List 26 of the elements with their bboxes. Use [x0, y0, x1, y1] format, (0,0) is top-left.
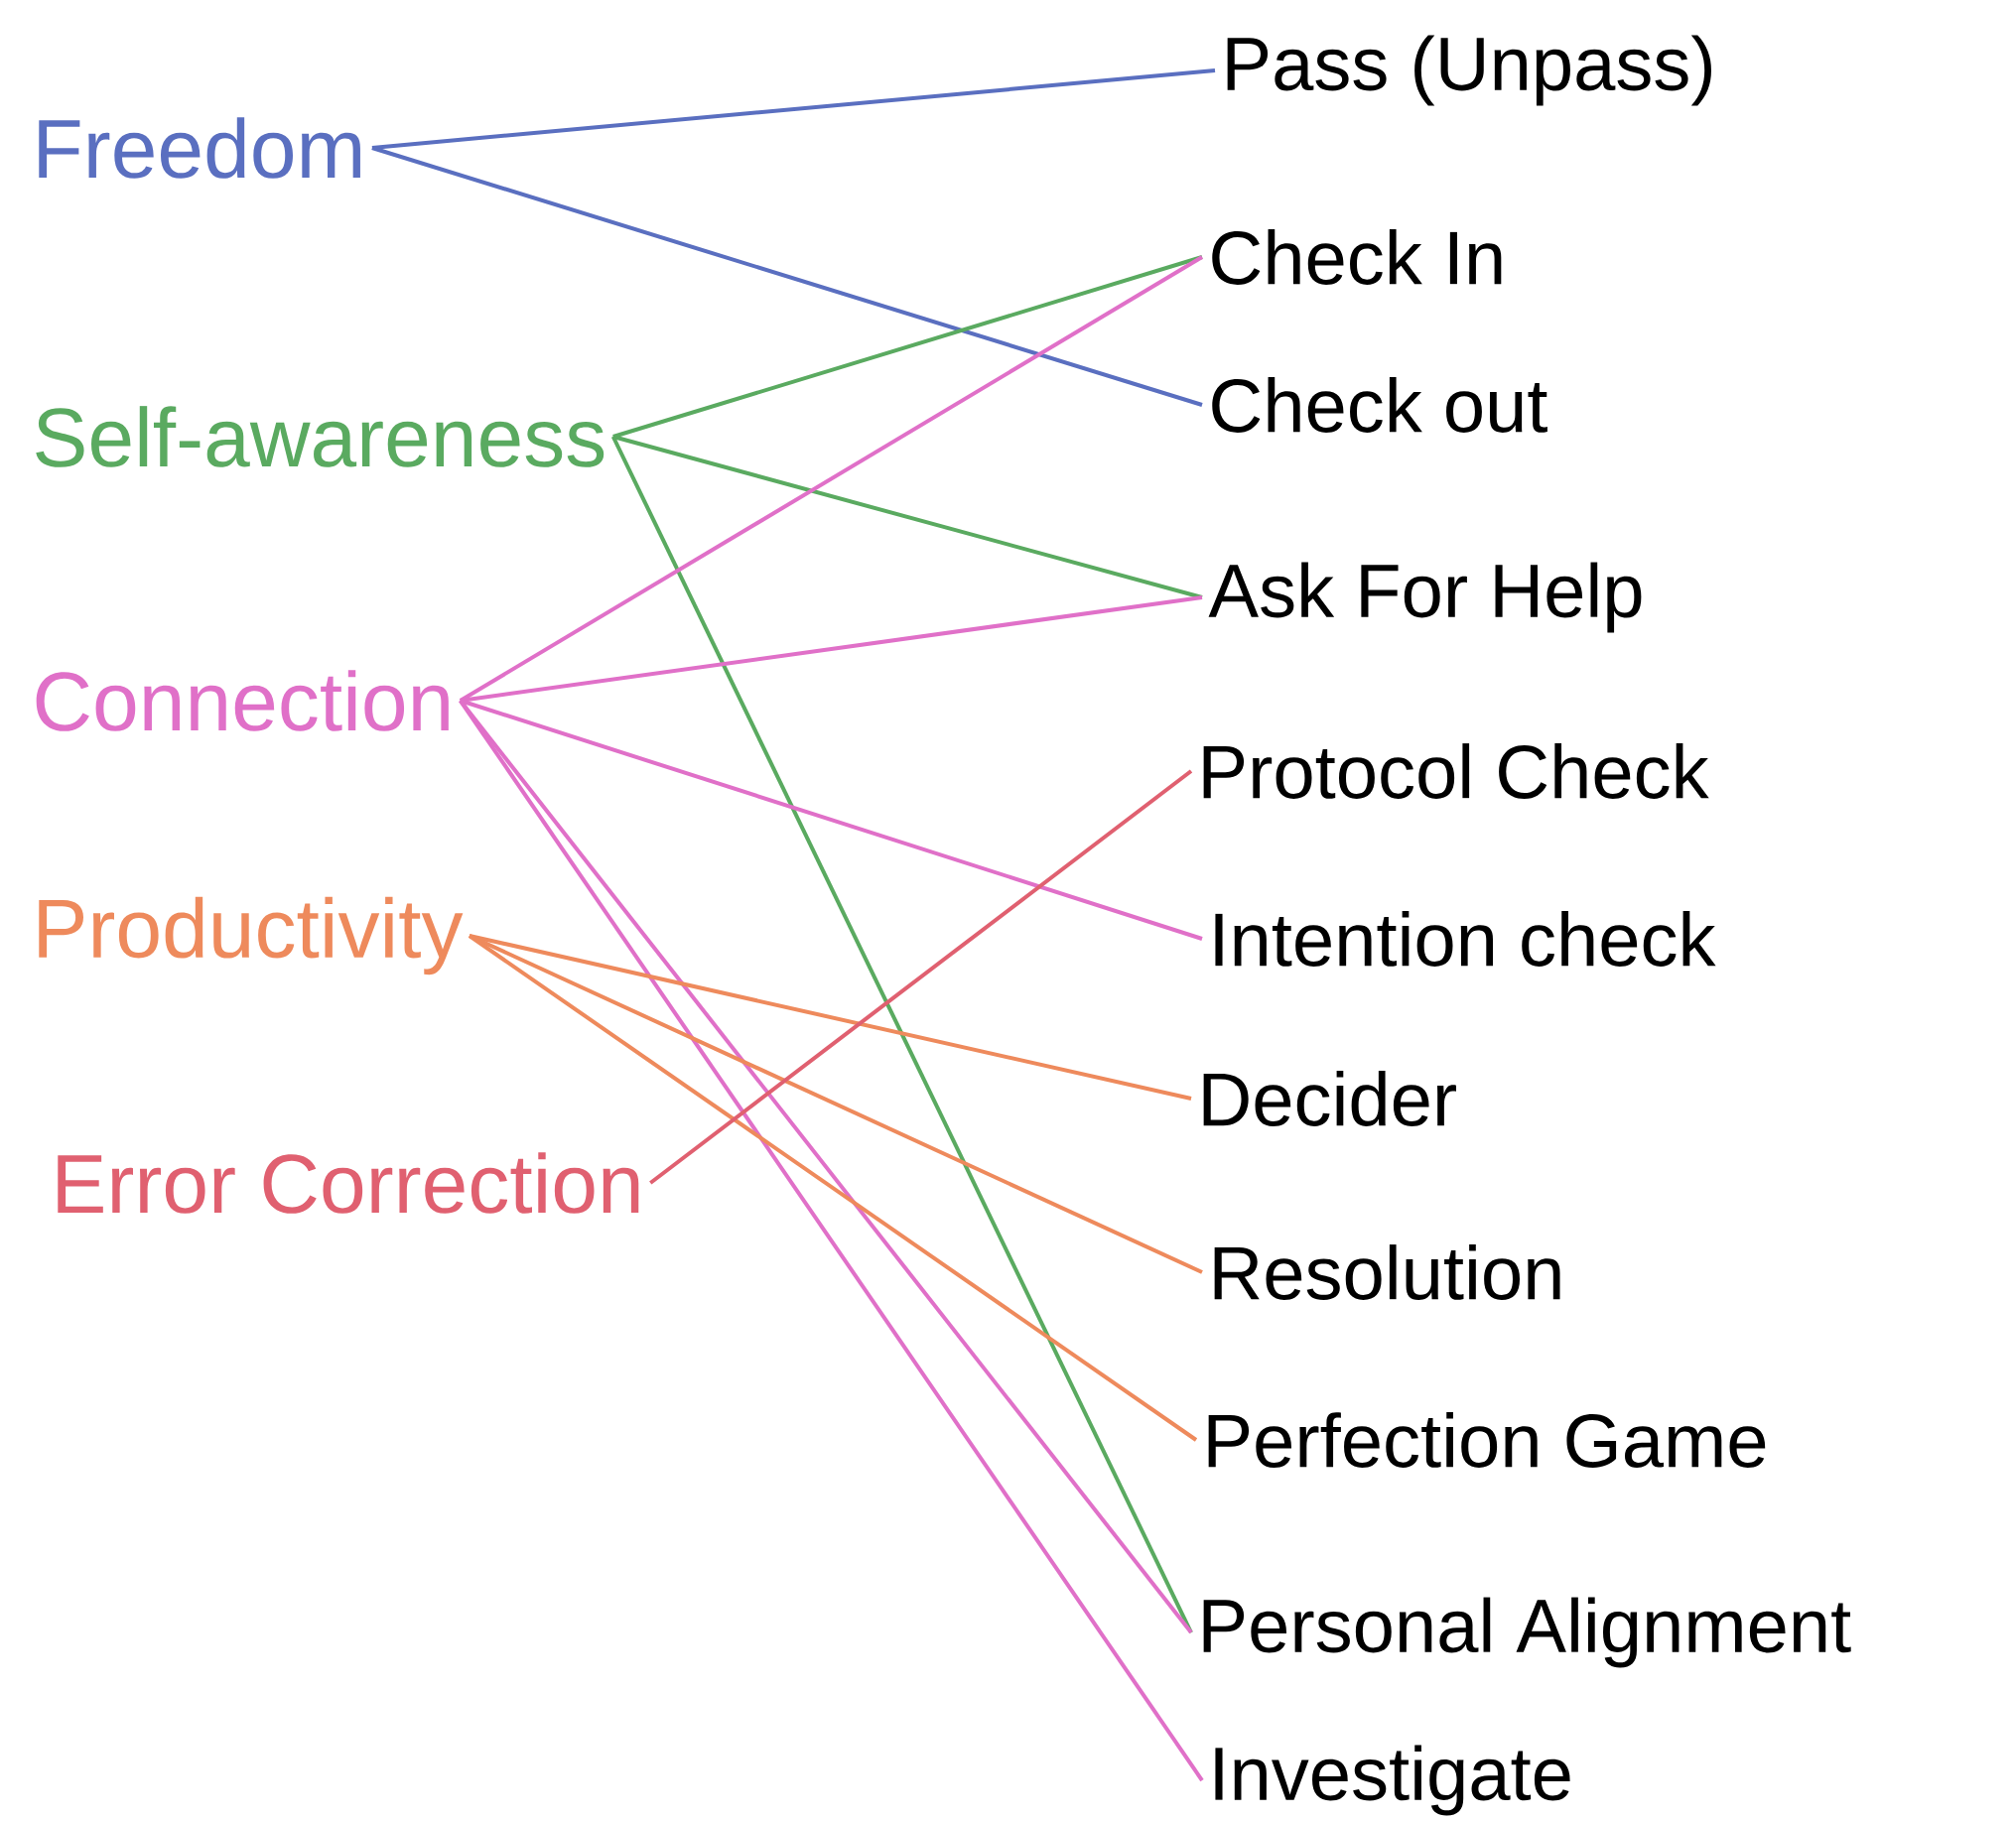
handwritten-label: Check out: [1212, 377, 1547, 433]
connector-line: [371, 68, 1216, 150]
handwritten-label: Productivity: [39, 896, 464, 976]
handwritten-label: Connection: [36, 670, 449, 731]
handwritten-label: Personal Alignment: [1203, 1597, 1851, 1668]
connector-line: [612, 435, 1203, 599]
handwritten-label: Investigate: [1215, 1745, 1570, 1816]
handwritten-label: Check In: [1212, 229, 1502, 285]
handwritten-label: Self-awareness: [36, 406, 605, 467]
connector-line: [649, 769, 1193, 1185]
connector-line: [371, 146, 1203, 407]
handwritten-label: Intention check: [1215, 911, 1716, 967]
connector-line: [460, 595, 1203, 703]
handwritten-label: Ask For Help: [1208, 562, 1642, 633]
handwritten-label: Freedom: [39, 117, 360, 179]
connector-line: [460, 699, 1203, 941]
connector-line: [468, 934, 1198, 1442]
handwritten-label: Resolution: [1214, 1244, 1560, 1300]
handwritten-label: Decider: [1203, 1071, 1456, 1126]
handwritten-label: Error Correction: [58, 1152, 639, 1214]
handwritten-label: Perfection Game: [1208, 1412, 1766, 1468]
connector-line: [459, 255, 1204, 703]
handwritten-label: Pass (Unpass): [1227, 35, 1711, 106]
handwritten-label: Protocol Check: [1203, 743, 1709, 799]
connector-line: [612, 255, 1203, 439]
connector-line: [469, 934, 1192, 1101]
